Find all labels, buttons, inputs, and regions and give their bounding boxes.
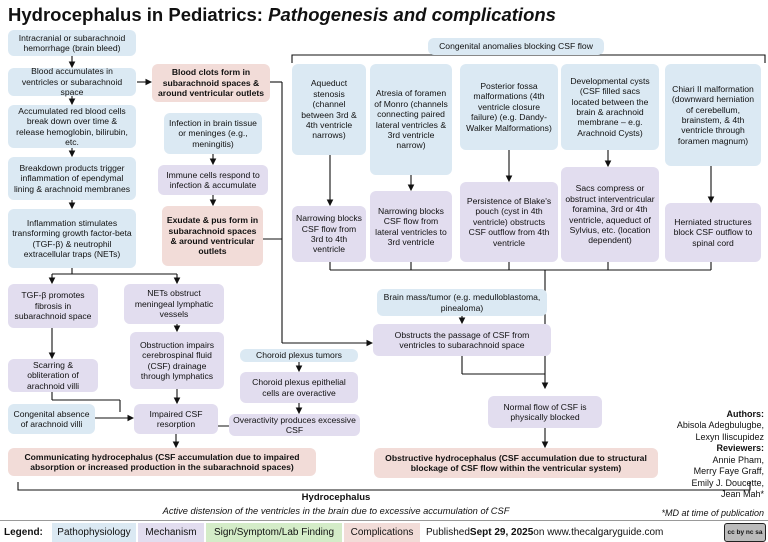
reviewer-name: Merry Faye Graff, bbox=[693, 466, 764, 477]
hydrocephalus-title: Hydrocephalus bbox=[301, 492, 371, 503]
impaired-resorption-box: Impaired CSF resorption bbox=[134, 404, 218, 434]
aqueduct-result-box: Narrowing blocks CSF flow from 3rd to 4t… bbox=[292, 206, 366, 262]
hemorrhage-box: Intracranial or subarachnoid hemorrhage … bbox=[8, 30, 136, 56]
published-date: Sept 29, 2025 bbox=[469, 527, 534, 538]
developmental-cysts-box: Developmental cysts (CSF filled sacs loc… bbox=[561, 64, 659, 150]
congenital-absence-box: Congenital absence of arachnoid villi bbox=[8, 404, 95, 434]
legend-divider bbox=[0, 520, 768, 521]
cc-license-badge: cc by nc sa bbox=[724, 523, 766, 542]
reviewer-name: Emily J. Doucette, bbox=[691, 477, 764, 488]
title-main: Hydrocephalus in Pediatrics: bbox=[8, 4, 263, 25]
author-name: Abisola Adegbulugbe, bbox=[676, 420, 764, 431]
blood-clots-box: Blood clots form in subarachnoid spaces … bbox=[152, 64, 270, 102]
scarring-box: Scarring & obliteration of arachnoid vil… bbox=[8, 359, 98, 392]
tgf-nets-box: Inflammation stimulates transforming gro… bbox=[8, 209, 136, 268]
authors-label: Authors: bbox=[726, 409, 765, 419]
chiari-result-box: Herniated structures block CSF outflow t… bbox=[665, 203, 761, 262]
rbc-breakdown-box: Accumulated red blood cells break down o… bbox=[8, 105, 136, 148]
immune-response-box: Immune cells respond to infection & accu… bbox=[158, 165, 268, 195]
obstructive-hydrocephalus-box: Obstructive hydrocephalus (CSF accumulat… bbox=[374, 448, 658, 478]
atresia-box: Atresia of foramen of Monro (channels co… bbox=[370, 64, 452, 175]
communicating-hydrocephalus-box: Communicating hydrocephalus (CSF accumul… bbox=[8, 448, 316, 476]
page-title: Hydrocephalus in Pediatrics: Pathogenesi… bbox=[8, 4, 556, 26]
legend-sign-symptom: Sign/Symptom/Lab Finding bbox=[206, 523, 342, 542]
nets-obstruct-box: NETs obstruct meningeal lymphatic vessel… bbox=[124, 284, 224, 324]
legend-complications: Complications bbox=[344, 523, 420, 542]
authors-block: Authors: Abisola Adegbulugbe, Lexyn Ilis… bbox=[654, 409, 764, 500]
inflammation-trigger-box: Breakdown products trigger inflammation … bbox=[8, 157, 136, 200]
congenital-header: Congenital anomalies blocking CSF flow bbox=[428, 38, 604, 55]
md-note: *MD at time of publication bbox=[661, 508, 764, 518]
posterior-fossa-box: Posterior fossa malformations (4th ventr… bbox=[460, 64, 558, 150]
choroid-overactive-box: Choroid plexus epithelial cells are over… bbox=[240, 372, 358, 403]
reviewer-name: Jean Mah* bbox=[720, 488, 764, 499]
license-text: cc by nc sa bbox=[727, 529, 763, 536]
reviewers-label: Reviewers: bbox=[716, 443, 764, 454]
published-prefix: Published bbox=[426, 527, 470, 538]
cysts-result-box: Sacs compress or obstruct interventricul… bbox=[561, 167, 659, 262]
published-suffix: on www.thecalgaryguide.com bbox=[533, 527, 664, 538]
aqueduct-stenosis-box: Aqueduct stenosis (channel between 3rd &… bbox=[292, 64, 366, 155]
obstruction-impairs-box: Obstruction impairs cerebrospinal fluid … bbox=[130, 332, 224, 389]
posterior-result-box: Persistence of Blake's pouch (cyst in 4t… bbox=[460, 182, 558, 262]
legend-mechanism: Mechanism bbox=[138, 523, 204, 542]
normal-flow-blocked-box: Normal flow of CSF is physically blocked bbox=[488, 396, 602, 428]
legend-pathophysiology: Pathophysiology bbox=[52, 523, 136, 542]
blood-accumulates-box: Blood accumulates in ventricles or subar… bbox=[8, 66, 136, 97]
infection-box: Infection in brain tissue or meninges (e… bbox=[164, 113, 262, 154]
choroid-tumors-box: Choroid plexus tumors bbox=[240, 349, 358, 362]
title-sub: Pathogenesis and complications bbox=[268, 4, 556, 25]
tgf-fibrosis-box: TGF-β promotes fibrosis in subarachnoid … bbox=[8, 284, 98, 328]
reviewer-name: Annie Pham, bbox=[712, 454, 764, 465]
published-info: Published Sept 29, 2025 on www.thecalgar… bbox=[426, 523, 722, 542]
overactivity-box: Overactivity produces excessive CSF bbox=[229, 414, 360, 436]
atresia-result-box: Narrowing blocks CSF flow from lateral v… bbox=[370, 191, 452, 262]
exudate-pus-box: Exudate & pus form in subarachnoid space… bbox=[162, 206, 263, 266]
chiari-box: Chiari II malformation (downward herniat… bbox=[665, 64, 761, 166]
brain-mass-box: Brain mass/tumor (e.g. medulloblastoma, … bbox=[377, 289, 547, 316]
hydrocephalus-desc: Active distension of the ventricles in t… bbox=[162, 506, 510, 516]
author-name: Lexyn Iliscupidez bbox=[695, 431, 764, 442]
obstructs-passage-box: Obstructs the passage of CSF from ventri… bbox=[373, 324, 551, 356]
legend-label: Legend: bbox=[4, 527, 43, 538]
